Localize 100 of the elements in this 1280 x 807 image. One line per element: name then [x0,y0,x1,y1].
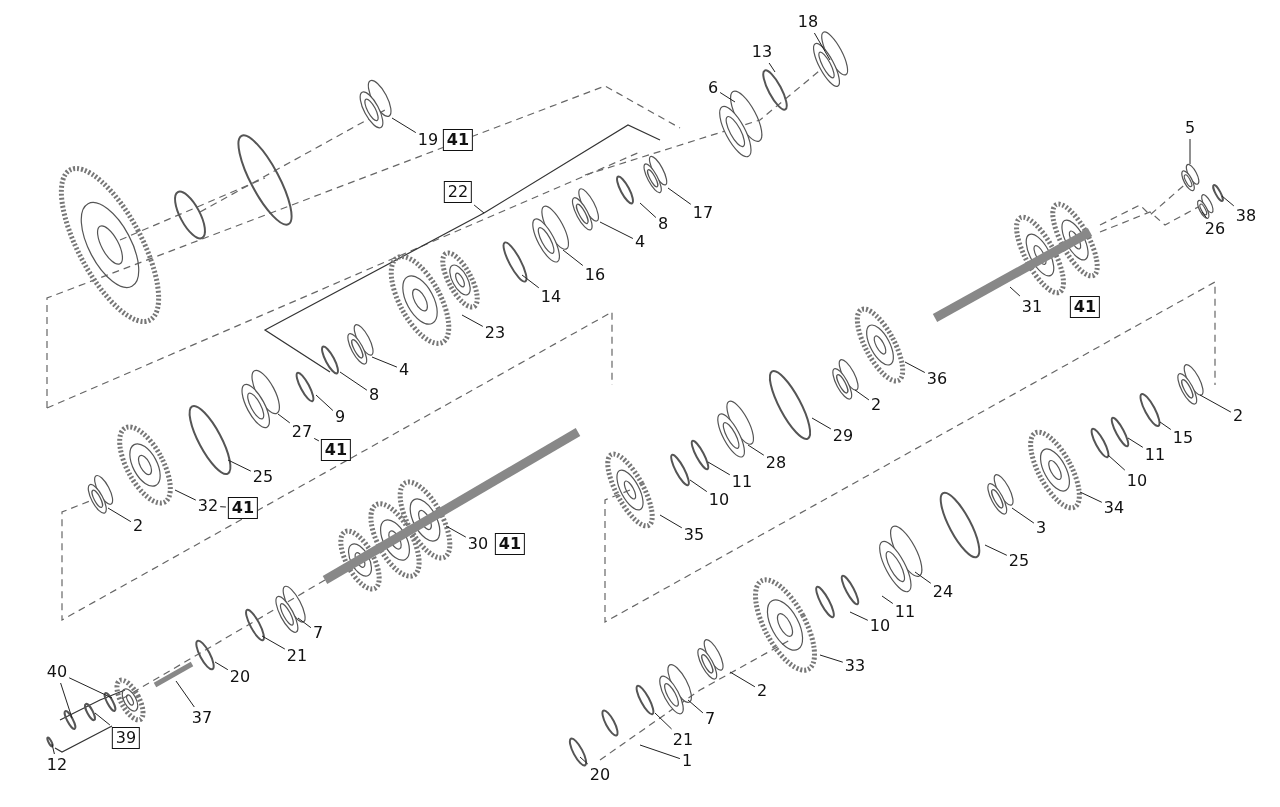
callout-number: 38 [1235,207,1257,225]
callout-number: 27 [291,423,313,441]
callout-number: 29 [832,427,854,445]
leader-line [371,356,398,368]
boxed-callout-number: 41 [442,129,474,151]
boxed-callout-number: 22 [443,181,473,203]
leader-line [175,680,195,708]
leader-line [68,677,113,699]
callout-number: 11 [731,473,753,491]
callout-number: 33 [844,657,866,675]
leader-line [659,514,683,529]
callout-number: 32 [197,497,219,515]
leader-line [1107,454,1126,471]
leader-line [639,202,657,218]
callout-number: 20 [589,766,611,784]
callout-number: 31 [1021,298,1043,316]
callout-number: 14 [540,288,562,306]
leader-line [227,459,252,472]
leader-line [1199,394,1232,413]
leader-line [719,92,736,103]
callout-number: 4 [634,233,646,251]
leader-line [461,314,484,327]
leader-line [1159,421,1172,430]
leader-line [984,544,1008,556]
leader-line [687,699,704,714]
leader-line [1221,195,1235,207]
leader-line [94,712,111,726]
callout-number: 8 [368,386,380,404]
leader-line [174,489,197,501]
callout-number: 15 [1172,429,1194,447]
leader-line [707,461,731,476]
leader-line [297,617,312,629]
callout-number: 23 [484,324,506,342]
callout-number: 16 [584,266,606,284]
callout-number: 3 [1035,519,1047,537]
callout-number: 24 [932,583,954,601]
callout-number: 8 [657,215,669,233]
leader-line [881,595,894,604]
leader-line [219,506,227,508]
callout-number: 40 [46,663,68,681]
callout-number: 9 [334,408,346,426]
leader-line [1011,507,1035,524]
leader-line [261,635,286,650]
callout-number: 11 [894,603,916,621]
leader-line [51,743,55,755]
leader-line [849,611,869,621]
callout-number: 2 [1232,407,1244,425]
leader-line [813,32,831,61]
boxed-callout-number: 41 [227,497,259,519]
callout-number: 30 [467,535,489,553]
leader-line [819,654,844,663]
boxed-callout-number: 41 [1069,296,1101,318]
callout-number: 20 [229,668,251,686]
leader-line [667,187,692,205]
callout-number: 10 [869,617,891,635]
leader-line [315,394,334,411]
boxed-callout-number: 39 [111,727,141,749]
callout-number: 21 [672,731,694,749]
callout-number: 25 [252,468,274,486]
leader-line [473,204,485,214]
callout-number: 18 [797,13,819,31]
callout-number: 17 [692,204,714,222]
callout-number: 10 [708,491,730,509]
callout-number: 37 [191,709,213,727]
callout-number: 6 [707,79,719,97]
callout-number: 1 [681,752,693,770]
callout-number: 13 [751,43,773,61]
callout-number: 34 [1103,499,1125,517]
callout-number: 25 [1008,552,1030,570]
callout-number: 11 [1144,446,1166,464]
leader-line [277,413,291,424]
leader-line [214,661,229,671]
leader-line [562,249,584,266]
leader-line [768,62,776,73]
leader-line [107,507,132,523]
callout-number: 2 [756,682,768,700]
leader-line [339,371,368,391]
callout-number: 4 [398,361,410,379]
callout-number: 19 [417,131,439,149]
callout-number: 10 [1126,472,1148,490]
leader-line [60,682,73,719]
leader-line [391,117,417,134]
leader-line [313,437,320,442]
leader-line [654,712,673,730]
boxed-callout-number: 41 [494,533,526,555]
boxed-callout-number: 41 [320,439,352,461]
leader-line [579,756,589,765]
callout-number: 35 [683,526,705,544]
callout-number: 2 [870,396,882,414]
callout-number: 2 [132,517,144,535]
leader-line [445,525,467,538]
callout-number: 5 [1184,119,1196,137]
leader-line [811,417,832,430]
leader-line [729,671,756,688]
callout-number: 28 [765,454,787,472]
leader-line [639,744,681,760]
leader-line [747,444,765,456]
callout-number: 7 [704,710,716,728]
leader-line [854,389,870,401]
callout-number: 12 [46,756,68,774]
